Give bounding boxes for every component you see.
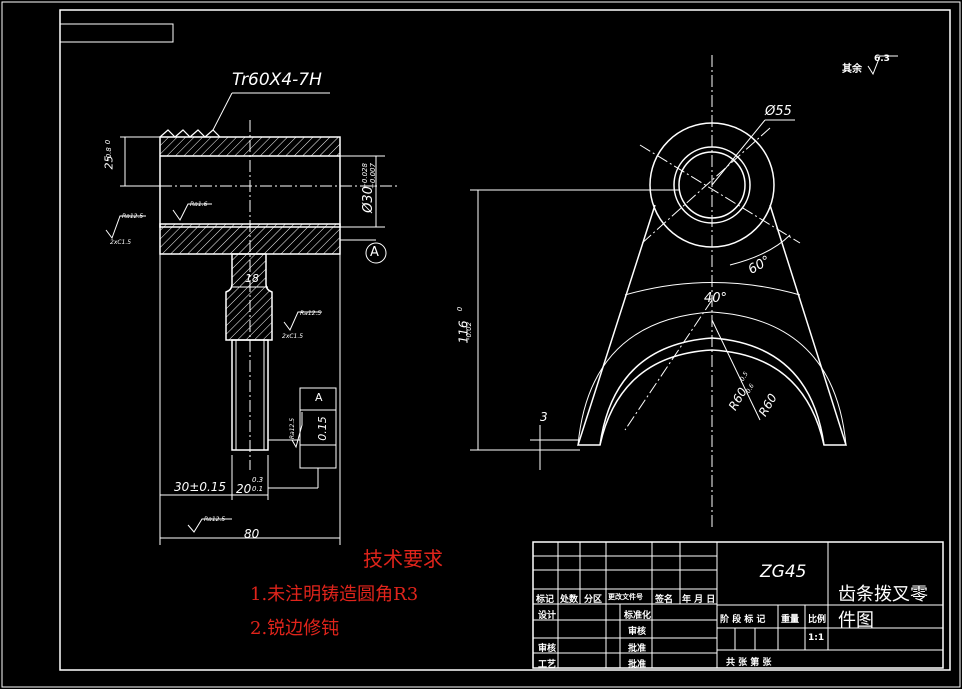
stage-mark-label: 阶 段 标 记 xyxy=(720,615,766,625)
thread-label: Tr60X4-7H xyxy=(232,70,322,90)
material-label: ZG45 xyxy=(760,562,807,582)
front-view xyxy=(470,55,898,530)
row-label-date: 年 月 日 xyxy=(682,595,716,605)
dim-bore: Ø30 xyxy=(360,186,376,213)
dim-bore-tol-lower: +0.007 xyxy=(368,163,377,189)
sign-label: 批准 xyxy=(628,644,647,654)
scale-value: 1:1 xyxy=(808,633,825,643)
row-label-doc: 更改文件号 xyxy=(608,593,643,601)
ra-stem: Ra12.5 xyxy=(300,310,322,317)
height-tol-lower: -0.02 xyxy=(465,321,474,341)
part-name-line2: 件图 xyxy=(838,610,874,631)
weight-label: 重量 xyxy=(781,615,800,625)
dim-25-tol-upper: 0 xyxy=(104,139,113,145)
requirements-title: 技术要求 xyxy=(363,547,443,571)
tol-datum: A xyxy=(315,391,323,404)
dim-25-tol-lower: -0.8 xyxy=(104,147,113,161)
requirement-2: 2.锐边修钝 xyxy=(250,618,340,639)
tol-value: 0.15 xyxy=(315,416,329,441)
sheets-label: 共 张 第 张 xyxy=(726,658,772,668)
check-label: 审核 xyxy=(538,644,557,654)
scale-label: 比例 xyxy=(808,615,827,625)
row-label-count: 处数 xyxy=(560,595,579,605)
dim-30: 30±0.15 xyxy=(174,480,227,494)
design-label: 设计 xyxy=(538,611,557,621)
ra-frame: Ra12.5 xyxy=(289,417,297,440)
surface-default-value: 6.3 xyxy=(874,54,890,64)
corner-box xyxy=(59,23,174,43)
dim-20-tol-upper: 0.3 xyxy=(252,476,264,484)
chamfer-stem: 2xC1.5 xyxy=(282,333,304,340)
diameter-label: Ø55 xyxy=(765,104,792,119)
chamfer-left: 2xC1.5 xyxy=(110,239,132,246)
ra-bottom: Ra12.5 xyxy=(204,516,226,523)
height-tol-upper: 0 xyxy=(456,306,465,312)
inner-border xyxy=(59,9,951,671)
dim-20: 20 xyxy=(236,482,252,496)
title-block xyxy=(532,541,944,669)
section-view xyxy=(105,92,400,545)
part-name-line1: 齿条拨叉零 xyxy=(838,584,928,605)
row-label-zone: 分区 xyxy=(584,595,603,605)
ra-flange: Ra12.5 xyxy=(122,213,144,220)
ra-bore: Ra1.6 xyxy=(190,201,208,208)
requirement-1: 1.未注明铸造圆角R3 xyxy=(250,584,419,605)
datum-a-label: A xyxy=(370,245,379,260)
dim-3: 3 xyxy=(540,410,548,424)
dim-80: 80 xyxy=(244,527,260,541)
approve-label: 批准 xyxy=(628,660,647,670)
row-label-mark: 标记 xyxy=(536,595,555,605)
dim-20-tol-lower: 0.1 xyxy=(252,485,264,493)
row-label-sign: 签名 xyxy=(655,595,674,605)
standardize-label: 标准化 xyxy=(624,611,652,621)
dim-18: 18 xyxy=(245,272,259,285)
angle-40-label: 40° xyxy=(704,291,728,306)
process-label: 工艺 xyxy=(538,660,557,670)
check-label-2: 审核 xyxy=(628,627,647,637)
surface-default-label: 其余 xyxy=(842,64,862,75)
dim-bore-tol-upper: +0.028 xyxy=(360,163,369,189)
